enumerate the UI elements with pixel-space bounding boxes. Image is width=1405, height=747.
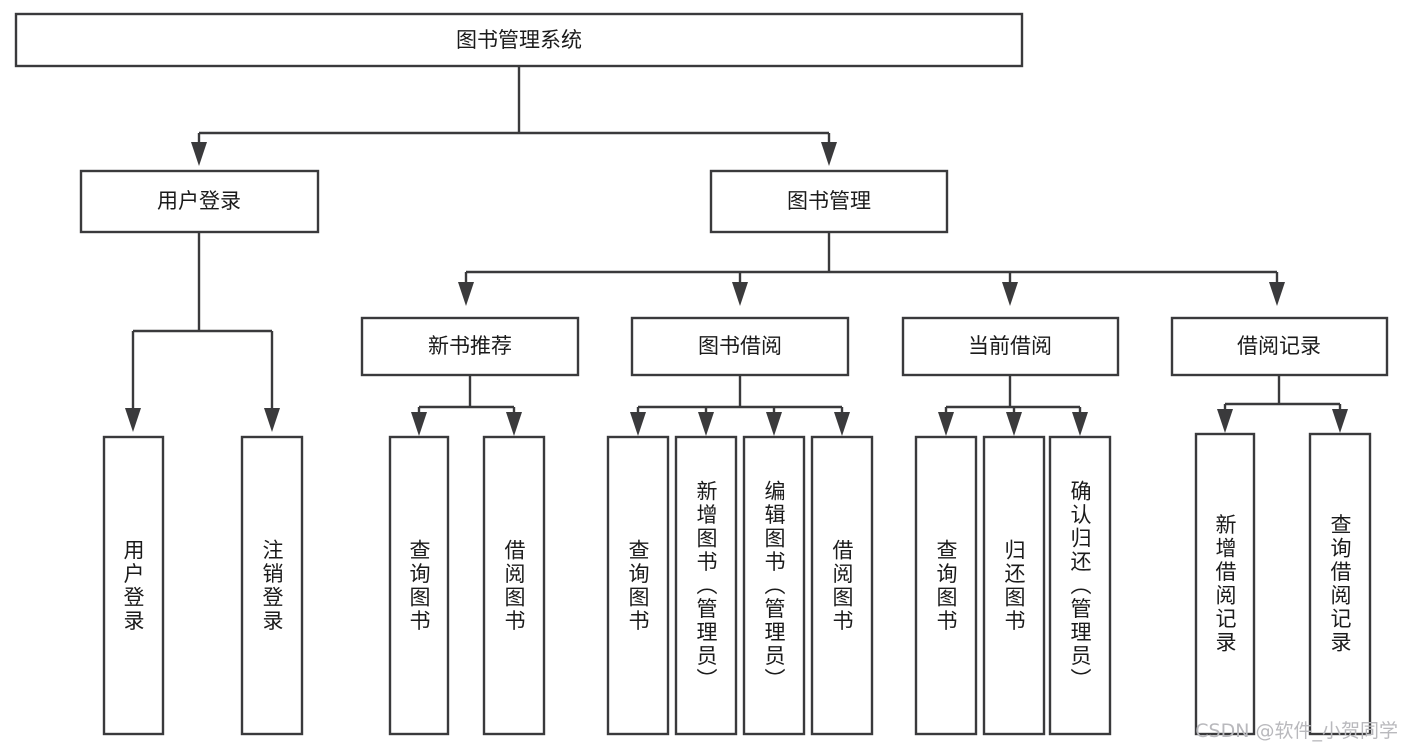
connector-group-new-book-to-leaves bbox=[411, 375, 522, 436]
arrow-new-book-leaf-2 bbox=[506, 412, 522, 436]
arrow-book-borrow-leaf-4 bbox=[834, 412, 850, 436]
leaf-label-user-login-signin: 用户登录 bbox=[121, 539, 145, 633]
leaf-box-current-borrow-confirm[interactable] bbox=[1048, 435, 1112, 736]
arrow-borrow-record-leaf-2 bbox=[1332, 409, 1348, 433]
node-new-book-recommend-label: 新书推荐 bbox=[428, 334, 512, 358]
leaf-box-borrow-record-query[interactable] bbox=[1308, 432, 1372, 736]
arrow-book-borrow-leaf-1 bbox=[630, 412, 646, 436]
leaf-box-book-borrow-borrow[interactable] bbox=[810, 435, 874, 736]
connector-group-book-borrow-to-leaves bbox=[630, 375, 850, 436]
leaf-label-current-borrow-query: 查询图书 bbox=[934, 539, 958, 633]
node-user-login-label: 用户登录 bbox=[157, 189, 241, 213]
connector-group-user-login-to-leaves bbox=[125, 232, 280, 432]
node-borrow-record-label: 借阅记录 bbox=[1237, 334, 1321, 358]
node-borrow-record-box[interactable] bbox=[1170, 316, 1389, 377]
node-book-borrow-label: 图书借阅 bbox=[698, 334, 782, 358]
leaf-label-book-borrow-edit: 编辑图书（管理员） bbox=[762, 480, 786, 692]
leaf-node-borrow-record-add[interactable]: 新增借阅记录 bbox=[1194, 432, 1256, 736]
leaf-box-user-login-signin[interactable] bbox=[102, 435, 165, 736]
connector-group-book-manage-to-level3 bbox=[458, 232, 1285, 306]
leaf-node-current-borrow-return[interactable]: 归还图书 bbox=[982, 435, 1046, 736]
leaf-box-book-borrow-edit[interactable] bbox=[742, 435, 806, 736]
leaf-label-current-borrow-return: 归还图书 bbox=[1002, 539, 1026, 633]
leaf-box-borrow-record-add[interactable] bbox=[1194, 432, 1256, 736]
arrow-current-borrow-leaf-3 bbox=[1072, 412, 1088, 436]
node-root-label: 图书管理系统 bbox=[456, 28, 582, 52]
leaf-label-new-book-borrow: 借阅图书 bbox=[502, 539, 526, 633]
arrow-to-book-manage bbox=[821, 142, 837, 166]
arrow-current-borrow-leaf-1 bbox=[938, 412, 954, 436]
leaf-node-book-borrow-query[interactable]: 查询图书 bbox=[606, 435, 670, 736]
leaf-box-book-borrow-query[interactable] bbox=[606, 435, 670, 736]
node-book-borrow[interactable]: 图书借阅 bbox=[630, 316, 850, 377]
node-new-book-recommend[interactable]: 新书推荐 bbox=[360, 316, 580, 377]
leaf-box-new-book-query[interactable] bbox=[388, 435, 450, 736]
node-book-management-label: 图书管理 bbox=[787, 189, 871, 213]
arrow-to-current-borrow bbox=[1002, 282, 1018, 306]
node-new-book-recommend-box[interactable] bbox=[360, 316, 580, 377]
leaf-node-new-book-borrow[interactable]: 借阅图书 bbox=[482, 435, 546, 736]
leaf-node-book-borrow-borrow[interactable]: 借阅图书 bbox=[810, 435, 874, 736]
leaf-node-borrow-record-query[interactable]: 查询借阅记录 bbox=[1308, 432, 1372, 736]
leaf-box-book-borrow-add[interactable] bbox=[674, 435, 738, 736]
node-borrow-record[interactable]: 借阅记录 bbox=[1170, 316, 1389, 377]
leaf-label-borrow-record-add: 新增借阅记录 bbox=[1213, 514, 1237, 655]
arrow-book-borrow-leaf-2 bbox=[698, 412, 714, 436]
connector-group-borrow-record-to-leaves bbox=[1217, 375, 1348, 433]
leaf-box-user-login-signout[interactable] bbox=[240, 435, 304, 736]
arrow-current-borrow-leaf-2 bbox=[1006, 412, 1022, 436]
arrow-book-borrow-leaf-3 bbox=[766, 412, 782, 436]
node-user-login[interactable]: 用户登录 bbox=[79, 169, 320, 234]
leaf-node-current-borrow-confirm[interactable]: 确认归还（管理员） bbox=[1048, 435, 1112, 736]
leaf-node-current-borrow-query[interactable]: 查询图书 bbox=[914, 435, 978, 736]
csdn-watermark: CSDN @软件_小贺同学 bbox=[1195, 720, 1398, 742]
leaf-node-new-book-query[interactable]: 查询图书 bbox=[388, 435, 450, 736]
arrow-user-login-leaf-1 bbox=[125, 408, 141, 432]
leaf-label-user-login-signout: 注销登录 bbox=[260, 539, 284, 633]
arrow-new-book-leaf-1 bbox=[411, 412, 427, 436]
leaf-label-book-borrow-borrow: 借阅图书 bbox=[830, 539, 854, 633]
leaf-box-current-borrow-return[interactable] bbox=[982, 435, 1046, 736]
connector-group-current-borrow-to-leaves bbox=[938, 375, 1088, 436]
leaf-label-book-borrow-query: 查询图书 bbox=[626, 539, 650, 633]
leaf-node-book-borrow-add[interactable]: 新增图书（管理员） bbox=[674, 435, 738, 736]
leaf-box-new-book-borrow[interactable] bbox=[482, 435, 546, 736]
node-book-management-box[interactable] bbox=[709, 169, 949, 234]
arrow-borrow-record-leaf-1 bbox=[1217, 409, 1233, 433]
node-current-borrow[interactable]: 当前借阅 bbox=[901, 316, 1120, 377]
node-root-box[interactable] bbox=[14, 12, 1024, 68]
node-user-login-box[interactable] bbox=[79, 169, 320, 234]
node-current-borrow-box[interactable] bbox=[901, 316, 1120, 377]
arrow-to-new-book-recommend bbox=[458, 282, 474, 306]
node-root-book-management-system[interactable]: 图书管理系统 bbox=[14, 12, 1024, 68]
node-current-borrow-label: 当前借阅 bbox=[968, 334, 1052, 358]
leaf-label-borrow-record-query: 查询借阅记录 bbox=[1328, 514, 1352, 655]
leaf-label-new-book-query: 查询图书 bbox=[407, 539, 431, 633]
leaf-node-book-borrow-edit[interactable]: 编辑图书（管理员） bbox=[742, 435, 806, 736]
leaf-box-current-borrow-query[interactable] bbox=[914, 435, 978, 736]
connector-group-root-to-level2 bbox=[191, 66, 837, 166]
leaf-label-book-borrow-add: 新增图书（管理员） bbox=[694, 480, 718, 692]
arrow-to-book-borrow bbox=[732, 282, 748, 306]
node-book-management[interactable]: 图书管理 bbox=[709, 169, 949, 234]
leaf-node-user-login-signout[interactable]: 注销登录 bbox=[240, 435, 304, 736]
arrow-to-borrow-record bbox=[1269, 282, 1285, 306]
arrow-to-user-login bbox=[191, 142, 207, 166]
leaf-node-user-login-signin[interactable]: 用户登录 bbox=[102, 435, 165, 736]
node-book-borrow-box[interactable] bbox=[630, 316, 850, 377]
arrow-user-login-leaf-2 bbox=[264, 408, 280, 432]
leaf-label-current-borrow-confirm: 确认归还（管理员） bbox=[1068, 480, 1092, 692]
